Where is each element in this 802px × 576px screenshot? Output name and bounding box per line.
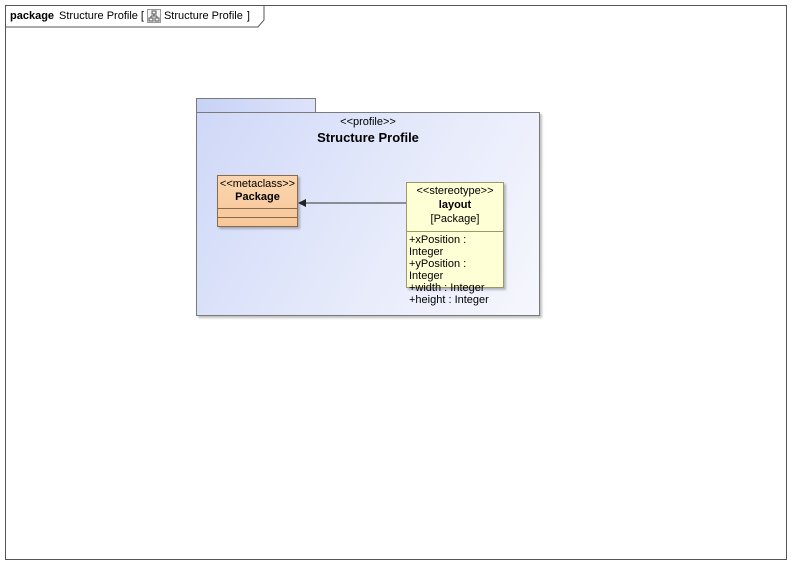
frame-diagram-name: Structure Profile bbox=[163, 10, 243, 22]
attribute-row[interactable]: +width : Integer bbox=[409, 282, 485, 294]
attribute-row[interactable]: +height : Integer bbox=[409, 294, 489, 306]
stereotype-extended-metaclass: [Package] bbox=[430, 213, 480, 225]
stereotype-compartment-divider bbox=[407, 231, 503, 232]
stereotype-attribute-list: +xPosition : Integer +yPosition : Intege… bbox=[409, 234, 503, 306]
frame-bracket-open: [ bbox=[140, 10, 144, 22]
attribute-row[interactable]: +yPosition : Integer bbox=[409, 258, 467, 282]
stereotype-name: layout bbox=[438, 199, 472, 211]
frame-name: Structure Profile bbox=[59, 10, 138, 22]
profile-package-tab[interactable] bbox=[196, 98, 316, 112]
frame-tab-outline bbox=[6, 6, 265, 28]
attribute-row[interactable]: +xPosition : Integer bbox=[409, 234, 467, 258]
profile-stereotype-label: <<profile>> bbox=[340, 116, 396, 128]
metaclass-attribute-compartment bbox=[218, 208, 297, 209]
metaclass-stereotype-label: <<metaclass>> bbox=[219, 178, 296, 190]
profile-name: Structure Profile bbox=[317, 130, 419, 145]
frame-keyword: package bbox=[10, 10, 55, 22]
frame-bracket-close: ] bbox=[246, 10, 250, 22]
stereotype-layout-box[interactable]: <<stereotype>> layout [Package] +xPositi… bbox=[406, 182, 504, 306]
class-diagram-icon bbox=[146, 9, 161, 23]
stereotype-keyword-label: <<stereotype>> bbox=[416, 185, 494, 197]
frame-header: package Structure Profile [ Structure Pr… bbox=[6, 6, 265, 28]
metaclass-operation-compartment bbox=[218, 217, 297, 218]
metaclass-name: Package bbox=[235, 191, 280, 203]
metaclass-package-box[interactable]: <<metaclass>> Package bbox=[217, 175, 298, 227]
